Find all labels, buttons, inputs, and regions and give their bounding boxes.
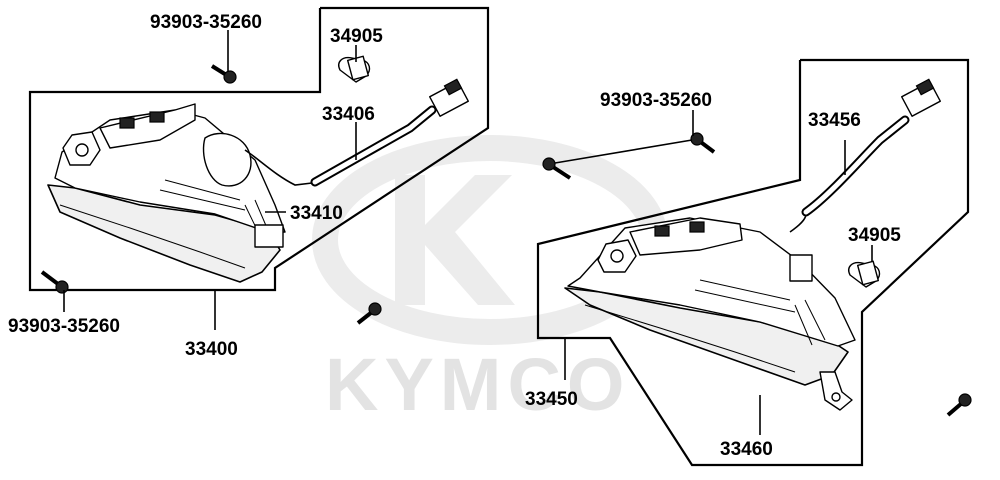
screw-center-shaft: [356, 310, 374, 325]
left-tail-light: [47, 103, 286, 283]
label-screw-bottom-left: 93903-35260: [8, 316, 120, 337]
right-lower-bracket: [819, 371, 853, 411]
right-lens: [564, 287, 849, 386]
label-housing-left: 33410: [290, 203, 343, 224]
label-screw-top-left: 93903-35260: [150, 12, 262, 33]
right-wire: [789, 214, 807, 233]
right-lower-hole: [831, 392, 841, 402]
screw-center-head: [368, 302, 382, 316]
left-wire: [244, 149, 313, 186]
right-wire-harness: [789, 78, 941, 233]
lead-screw-right-to-mid: [554, 139, 693, 164]
right-lens-edge: [584, 304, 796, 373]
screw-bottom-left-head: [55, 280, 69, 294]
left-lens-edge: [59, 204, 246, 269]
screw-center: [356, 302, 382, 325]
label-harness-left: 33406: [322, 104, 375, 125]
right-top-clip-1: [654, 225, 670, 237]
left-assembly-frame: [28, 6, 490, 292]
left-connector-latch: [443, 78, 463, 96]
label-screw-right: 93903-35260: [600, 90, 712, 111]
kymco-watermark: KYMCO: [312, 135, 668, 426]
label-harness-right: 33456: [808, 110, 861, 131]
screw-right-upper-head: [690, 132, 704, 146]
label-assembly-right: 33450: [525, 389, 578, 410]
screw-right-upper: [690, 132, 716, 154]
right-connector-latch: [915, 78, 935, 96]
right-tail-light: [564, 217, 856, 411]
right-top-clip-2: [689, 221, 705, 233]
right-side-ribs: [694, 279, 826, 346]
watermark-logo-k: [395, 175, 515, 305]
right-harness-tube-inner: [803, 117, 908, 215]
left-side-ribs: [159, 179, 271, 241]
screw-right-mid: [542, 157, 572, 180]
left-bulb-socket: [202, 132, 252, 187]
left-top-clip-2: [149, 111, 165, 123]
screw-bottom-left-shaft: [40, 270, 60, 286]
screw-right-lower: [946, 393, 972, 417]
watermark-text: KYMCO: [325, 343, 630, 426]
left-lens: [47, 184, 281, 283]
left-wire-harness: [244, 78, 469, 187]
right-bulb: [848, 260, 881, 288]
label-bulb-left: 34905: [330, 26, 383, 47]
left-top-rail: [99, 103, 196, 149]
left-bulb: [338, 55, 371, 83]
left-connector: [429, 81, 469, 117]
right-connector: [901, 81, 941, 117]
left-harness-tube-inner: [312, 107, 435, 185]
left-mount-hole: [75, 143, 89, 157]
screw-right-mid-head: [542, 157, 556, 171]
left-rear-tab: [254, 224, 284, 248]
screw-top-left-head: [223, 70, 237, 84]
right-assembly-frame: [536, 58, 970, 467]
label-bulb-right: 34905: [848, 225, 901, 246]
screw-right-lower-head: [958, 393, 972, 407]
screw-right-lower-shaft: [946, 401, 964, 417]
right-mount-hole: [610, 249, 624, 263]
label-lens-right: 33460: [720, 439, 773, 460]
right-bulb-base: [856, 260, 880, 286]
left-top-clip-1: [119, 117, 135, 129]
label-assembly-left: 33400: [185, 339, 238, 360]
screw-bottom-left: [40, 270, 69, 294]
right-rear-tab: [789, 254, 813, 282]
screw-top-left: [210, 64, 237, 84]
